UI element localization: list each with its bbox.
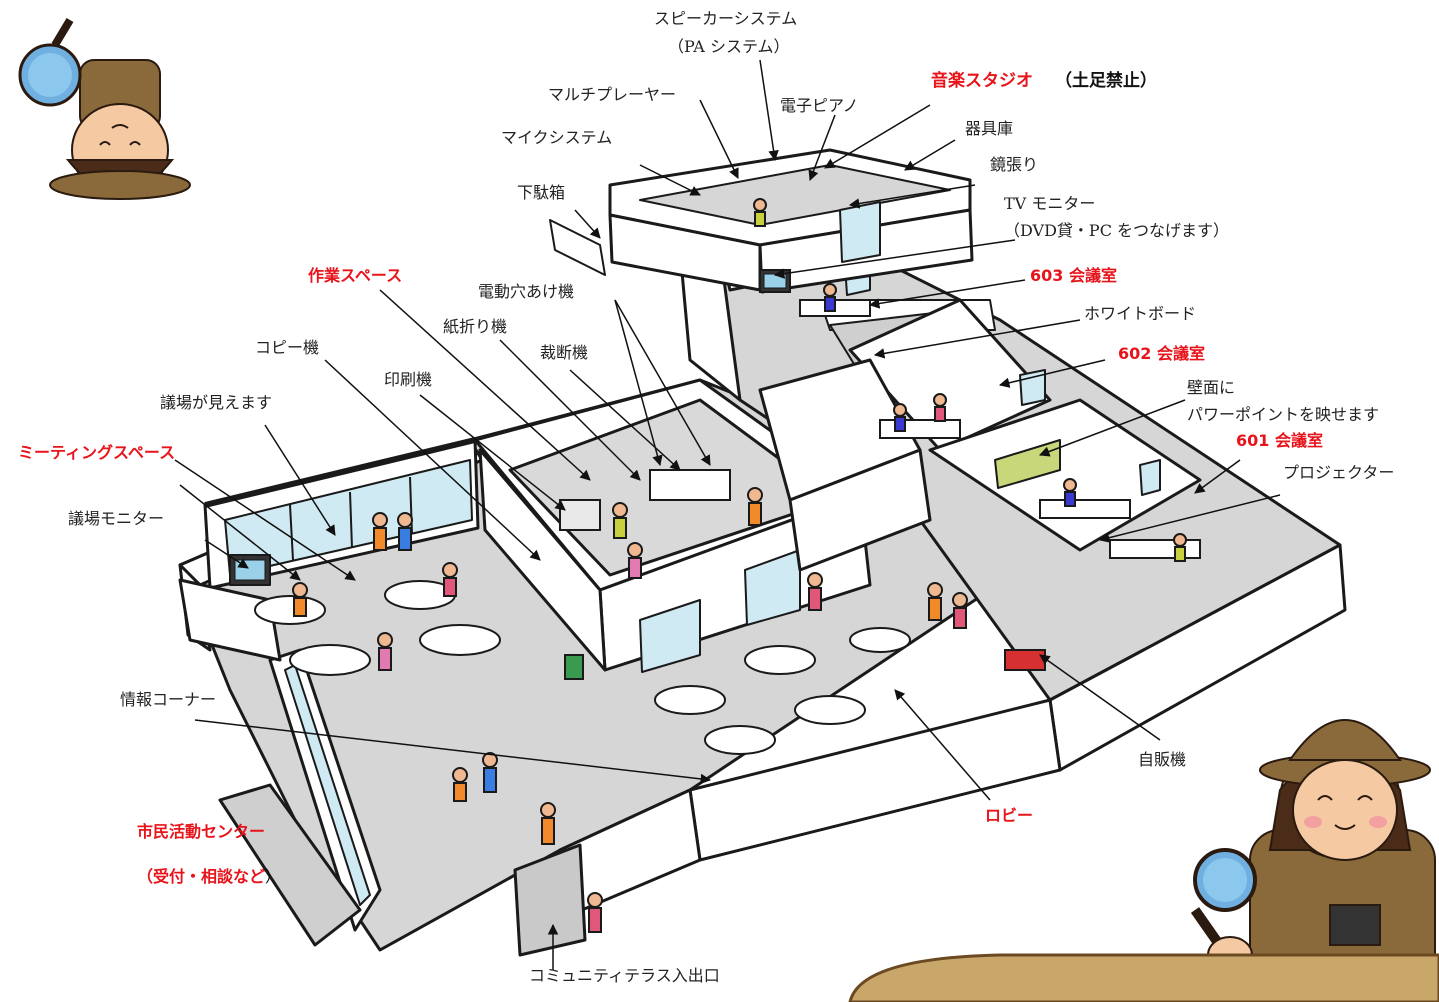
label-paper-folder: 紙折り機: [443, 317, 508, 336]
label-music-studio: 音楽スタジオ: [931, 71, 1033, 91]
label-room-603: 603 会議室: [1030, 266, 1117, 285]
label-wall-projection-1: 壁面に: [1187, 378, 1236, 397]
label-pa-system: （PA システム）: [668, 37, 790, 56]
building: [178, 148, 1347, 957]
label-meeting-space: ミーティングスペース: [18, 443, 176, 462]
label-civic-activity-center: 市民活動センター: [137, 822, 266, 841]
label-whiteboard: ホワイトボード: [1084, 304, 1197, 323]
label-mic-system: マイクシステム: [501, 128, 613, 147]
label-room-602: 602 会議室: [1118, 344, 1205, 363]
label-room-601: 601 会議室: [1236, 431, 1323, 450]
label-mirror: 鏡張り: [990, 155, 1039, 174]
magnifier-icon: [18, 17, 82, 107]
label-civic-note: （受付・相談など）: [137, 867, 281, 887]
label-info-corner: 情報コーナー: [120, 690, 217, 709]
label-lobby: ロビー: [985, 806, 1034, 825]
label-community-terrace-entrance: コミュニティテラス入出口: [529, 966, 720, 985]
detective-girl-icon: [49, 59, 191, 200]
label-hole-punch: 電動穴あけ機: [478, 282, 575, 301]
label-multiplayer: マルチプレーヤー: [548, 85, 677, 104]
label-vending-machine: 自販機: [1138, 750, 1187, 769]
furniture-and-people: [254, 198, 1201, 933]
civic-note-open: （: [137, 867, 154, 886]
label-shoe-box: 下駄箱: [517, 183, 566, 202]
label-cutter: 裁断機: [540, 343, 589, 362]
civic-note-close: ）: [265, 867, 282, 886]
civic-note-text: 受付・相談など: [153, 867, 266, 886]
label-work-space: 作業スペース: [308, 266, 403, 285]
label-printer: 印刷機: [384, 370, 433, 389]
wooden-board: [848, 953, 1439, 1002]
detective-girl-icon: [1190, 719, 1436, 1002]
label-see-chamber: 議場が見えます: [160, 393, 273, 412]
leader-lines: [174, 59, 1281, 970]
label-speaker-system: スピーカーシステム: [654, 9, 798, 28]
label-music-studio-note: （土足禁止）: [1055, 71, 1157, 91]
label-copier: コピー機: [255, 338, 320, 357]
label-storage: 器具庫: [965, 119, 1014, 138]
label-tv-monitor: TV モニター: [1004, 194, 1096, 213]
label-wall-projection-2: パワーポイントを映せます: [1187, 405, 1380, 424]
label-projector: プロジェクター: [1283, 463, 1395, 482]
label-tv-monitor-note: （DVD貸・PC をつなげます）: [1004, 221, 1230, 240]
label-electronic-piano: 電子ピアノ: [780, 96, 859, 115]
label-chamber-monitor: 議場モニター: [68, 509, 165, 528]
